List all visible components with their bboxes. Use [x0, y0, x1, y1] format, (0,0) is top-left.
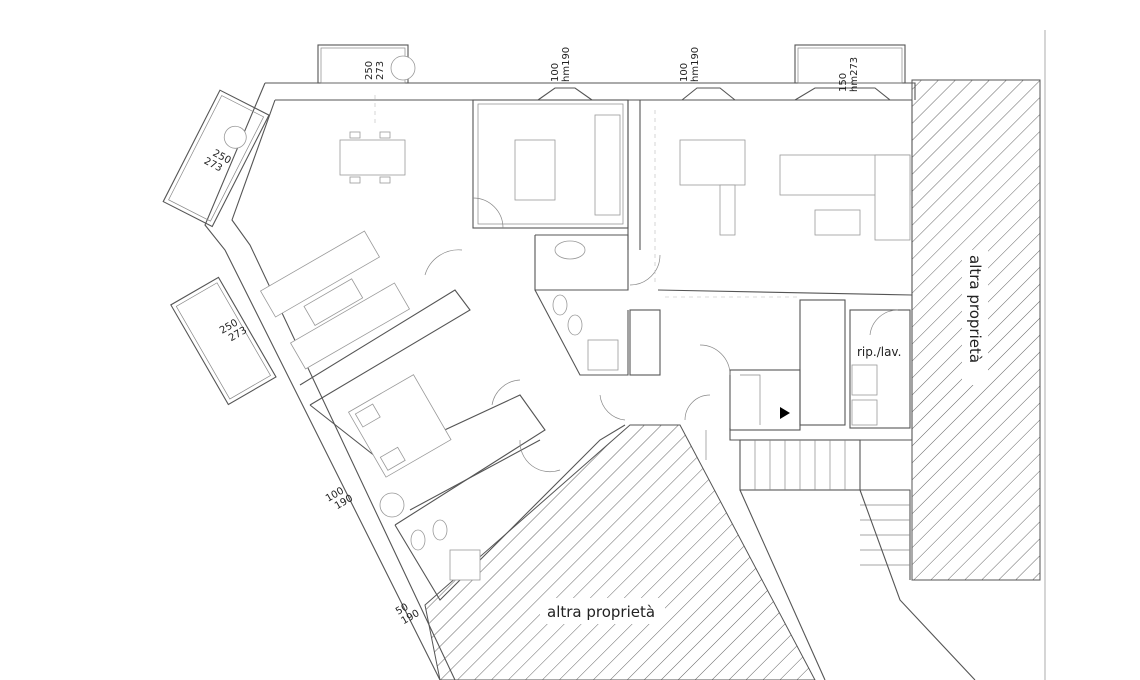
dimension-balcony-left-lower: 250 273: [218, 318, 249, 345]
dimension-balcony-top: 250 273: [364, 61, 386, 80]
balcony-left-upper: [162, 89, 270, 228]
dimension-balcony-top-right: 150 hm273: [838, 57, 860, 92]
balcony-left-lower: [170, 276, 277, 406]
dimension-window-bedroom: 100 190: [324, 486, 355, 513]
stairs: [705, 374, 976, 680]
other-property-bottom-area: [424, 424, 816, 680]
svg-text:hm190: hm190: [561, 47, 572, 82]
doors: [424, 197, 899, 473]
interior-walls: [299, 99, 913, 601]
svg-text:250: 250: [364, 61, 375, 80]
label-other-property-bottom: altra proprietà: [547, 603, 655, 621]
svg-text:100: 100: [550, 63, 561, 82]
svg-text:273: 273: [375, 61, 386, 80]
label-other-property-right: altra proprietà: [966, 255, 984, 363]
svg-text:150: 150: [838, 73, 849, 92]
dimension-window-living: 100 hm190: [679, 47, 701, 82]
svg-text:hm190: hm190: [690, 47, 701, 82]
balcony-top-right: [794, 44, 906, 84]
dimension-window-kitchen: 100 hm190: [550, 47, 572, 82]
dimension-window-bath: 50 190: [394, 602, 422, 627]
furniture: [259, 114, 911, 581]
stair-arrow-icon: [780, 407, 790, 419]
svg-text:hm273: hm273: [849, 57, 860, 92]
balcony-top: [317, 44, 416, 84]
svg-text:100: 100: [679, 63, 690, 82]
label-storage-laundry: rip./lav.: [857, 345, 901, 359]
